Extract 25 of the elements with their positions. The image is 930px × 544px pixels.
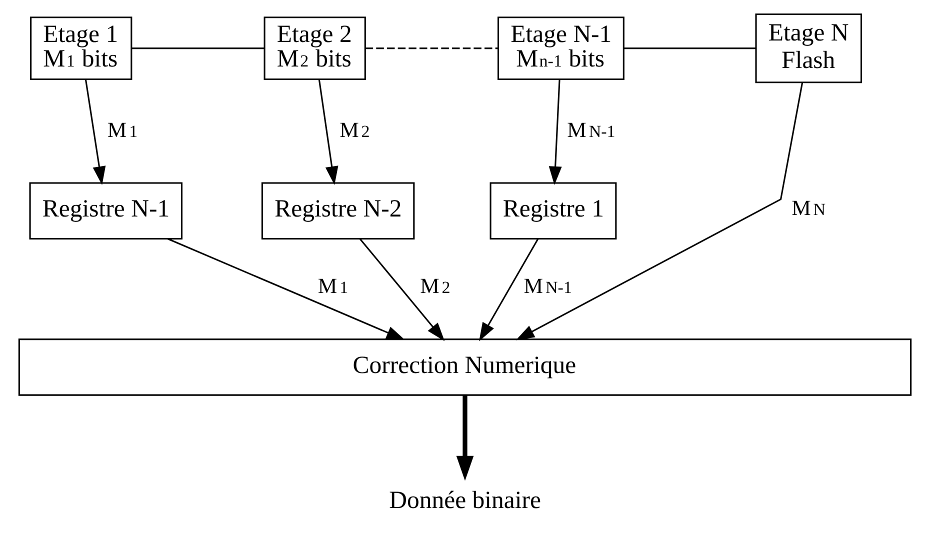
arrow (318, 80, 338, 185)
arrow (360, 238, 445, 342)
arrow (548, 80, 562, 185)
node-box: Etage N-1 Mn-1 bits (498, 16, 624, 80)
edge-label: M2 (340, 118, 370, 142)
node-box: Registre N-2 (261, 182, 415, 240)
connector (624, 48, 756, 50)
node-box: Registre 1 (490, 182, 617, 240)
node-text: Donnée binaire (389, 486, 542, 514)
node-box: Etage 1 M1 bits (30, 16, 132, 80)
node-box: Etage N Flash (755, 14, 862, 84)
arrow (167, 238, 406, 340)
arrow (85, 80, 106, 185)
edge-label: M2 (420, 274, 450, 298)
connector (365, 48, 498, 50)
connector (132, 48, 264, 50)
edge-label: MN-1 (524, 274, 572, 298)
edge-label: MN (792, 196, 826, 220)
node-box: Registre N-1 (29, 182, 182, 240)
edge-label: MN-1 (567, 118, 616, 142)
node-box: Etage 2 M2 bits (264, 16, 366, 80)
node-box: Correction Numerique (18, 338, 912, 396)
arrow (456, 395, 474, 481)
arrow (516, 82, 804, 340)
arrow (479, 238, 539, 342)
